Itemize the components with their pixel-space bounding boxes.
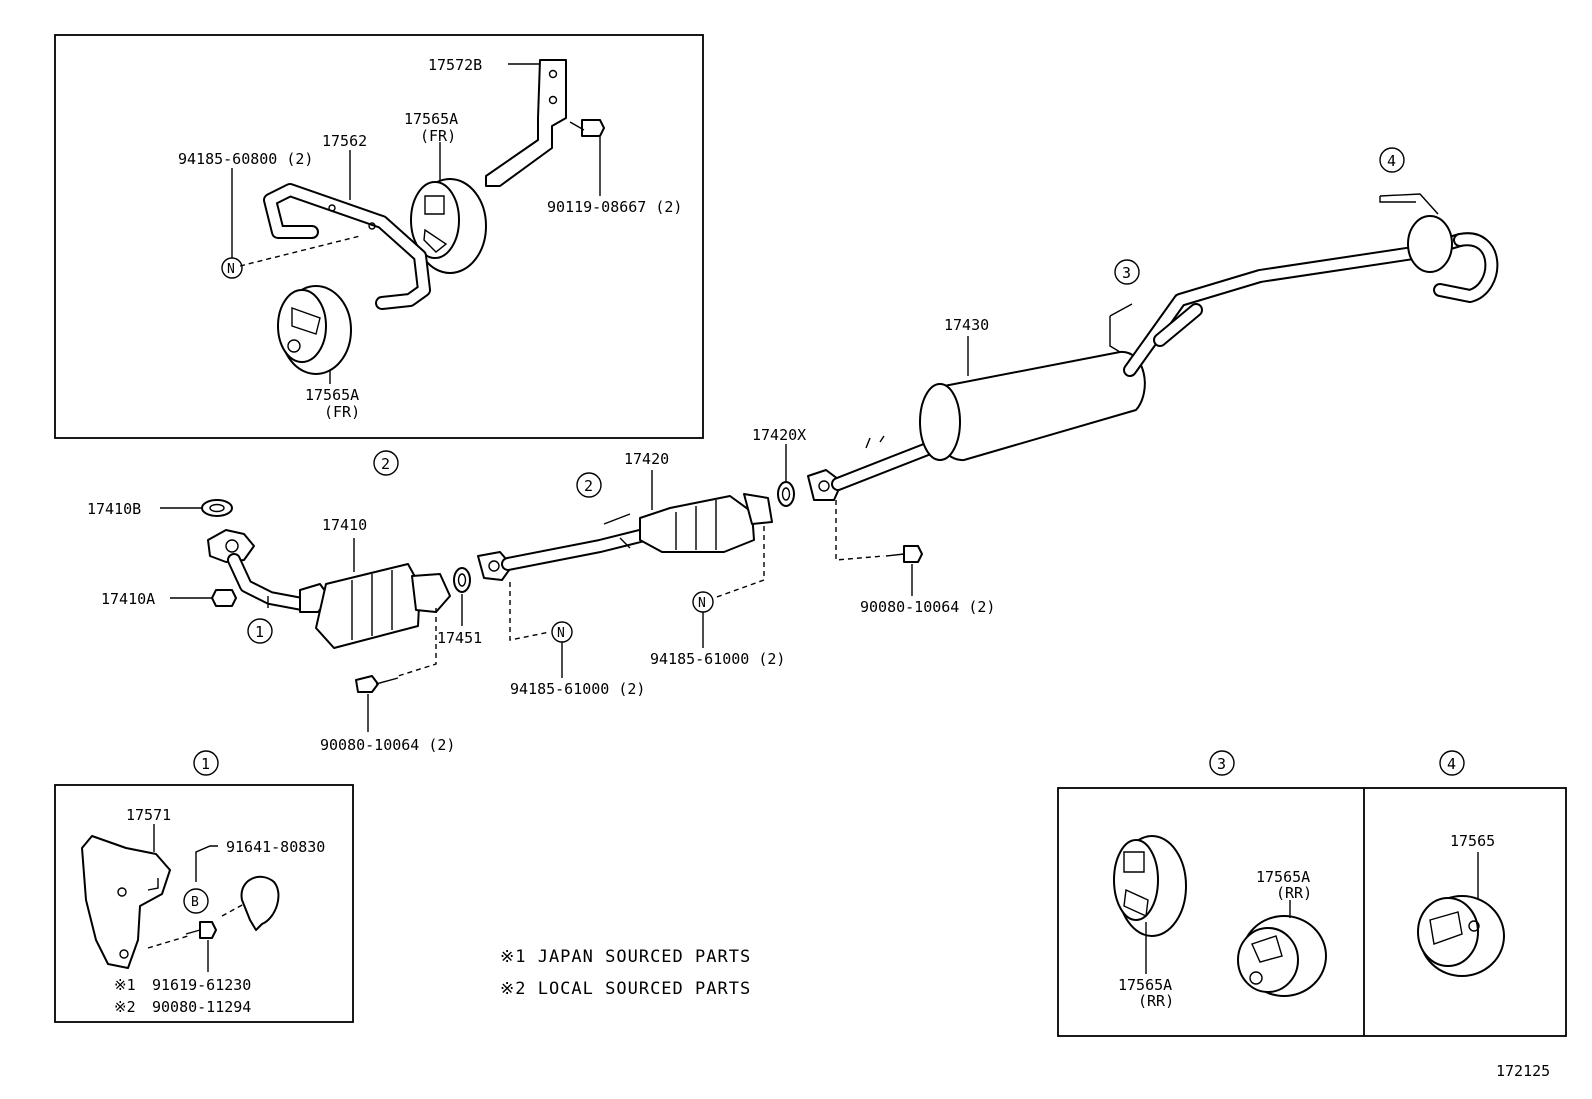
label-fr-bottom: (FR) [324, 403, 360, 421]
muffler-assembly-17430 [807, 193, 1499, 501]
nut-n-symbol: N [227, 262, 235, 277]
figure-id: 172125 [1496, 1062, 1550, 1080]
gasket-17420x [777, 481, 795, 507]
label-90080-10064-right: 90080-10064 (2) [860, 598, 995, 616]
bracket-17572b [485, 59, 567, 187]
ref-circle-4-inset [1439, 750, 1465, 776]
nut-n-symbol-b: N [698, 596, 706, 611]
label-17565a-rr-1: 17565A [1118, 976, 1172, 994]
note-local-sourced: ※2 LOCAL SOURCED PARTS [500, 979, 751, 999]
bolt-symbol-91641-80830 [183, 888, 209, 914]
inset-frame-heat-insulator [54, 784, 354, 1023]
front-pipe-converter-17410 [207, 529, 451, 649]
inset-frame-front-hanger [54, 34, 704, 439]
rubber-mount-17565a-fr-bottom [277, 285, 352, 375]
gasket-17410b [201, 499, 233, 517]
label-17420x: 17420X [752, 426, 806, 444]
bolt-91619-61230 [185, 921, 217, 939]
note-japan-sourced: ※1 JAPAN SOURCED PARTS [500, 947, 751, 967]
ref-circle-1-inset [193, 750, 219, 776]
heat-insulator-17571 [81, 835, 171, 969]
rubber-mount-17565a-rr-2 [1237, 915, 1327, 997]
label-17571: 17571 [126, 806, 171, 824]
ref-circle-3-main [1114, 259, 1140, 285]
label-17410: 17410 [322, 516, 367, 534]
bolt-90080-10064-right [885, 545, 923, 563]
ref-circle-3-inset [1209, 750, 1235, 776]
nut-17410a [211, 589, 237, 607]
ref-number-2-main: 2 [584, 477, 593, 495]
ref-number-4-main: 4 [1387, 152, 1396, 170]
label-17410a: 17410A [101, 590, 155, 608]
label-91641-80830: 91641-80830 [226, 838, 325, 856]
ref-number-1-main: 1 [255, 623, 264, 641]
nut-symbol-94185-60800 [221, 257, 243, 279]
ref-circle-1-main [247, 618, 273, 644]
ref-number-1-inset: 1 [201, 755, 210, 773]
ref-number-3-main: 3 [1122, 264, 1131, 282]
bolt-b-symbol: B [191, 895, 199, 910]
label-17430: 17430 [944, 316, 989, 334]
label-17451: 17451 [437, 629, 482, 647]
note-mark-2-inset: ※2 [114, 998, 136, 1016]
label-17572b: 17572B [428, 56, 482, 74]
label-17565: 17565 [1450, 832, 1495, 850]
gasket-17451 [453, 567, 471, 593]
label-94185-60800: 94185-60800 (2) [178, 150, 313, 168]
ref-circle-4-main [1379, 147, 1405, 173]
label-17565a-fr-top: 17565A [404, 110, 458, 128]
ref-number-2-inset: 2 [381, 455, 390, 473]
label-rr-2: (RR) [1276, 884, 1312, 902]
label-94185-61000-b: 94185-61000 (2) [650, 650, 785, 668]
label-17420: 17420 [624, 450, 669, 468]
ref-number-3-inset: 3 [1217, 755, 1226, 773]
bolt-90119-08667 [569, 119, 605, 196]
label-17565a-fr-bottom: 17565A [305, 386, 359, 404]
ref-number-4-inset: 4 [1447, 755, 1456, 773]
label-90080-10064-left: 90080-10064 (2) [320, 736, 455, 754]
nut-n-symbol-a: N [557, 626, 565, 641]
label-90119-08667: 90119-08667 (2) [547, 198, 682, 216]
inset-frame-rear-mounts [1057, 787, 1567, 1037]
label-94185-61000-a: 94185-61000 (2) [510, 680, 645, 698]
label-90080-11294: 90080-11294 [152, 998, 251, 1016]
center-pipe [477, 513, 647, 581]
label-fr-top: (FR) [420, 127, 456, 145]
hanger-bracket-17562 [263, 183, 431, 310]
label-91619-61230: 91619-61230 [152, 976, 251, 994]
label-17565a-rr-2: 17565A [1256, 868, 1310, 886]
clamp-91641-80830 [240, 875, 280, 931]
bolt-90080-10064-left [355, 675, 399, 693]
rubber-mount-17565a-rr-1 [1113, 835, 1187, 937]
rubber-mount-17565 [1417, 895, 1505, 977]
label-17562: 17562 [322, 132, 367, 150]
ref-circle-2-main [576, 472, 602, 498]
rubber-mount-17565a-fr-top [410, 178, 487, 274]
catalytic-converter-17420 [639, 493, 773, 553]
label-17410b: 17410B [87, 500, 141, 518]
ref-circle-2-inset [373, 450, 399, 476]
note-mark-1-inset: ※1 [114, 976, 136, 994]
label-rr-1: (RR) [1138, 992, 1174, 1010]
